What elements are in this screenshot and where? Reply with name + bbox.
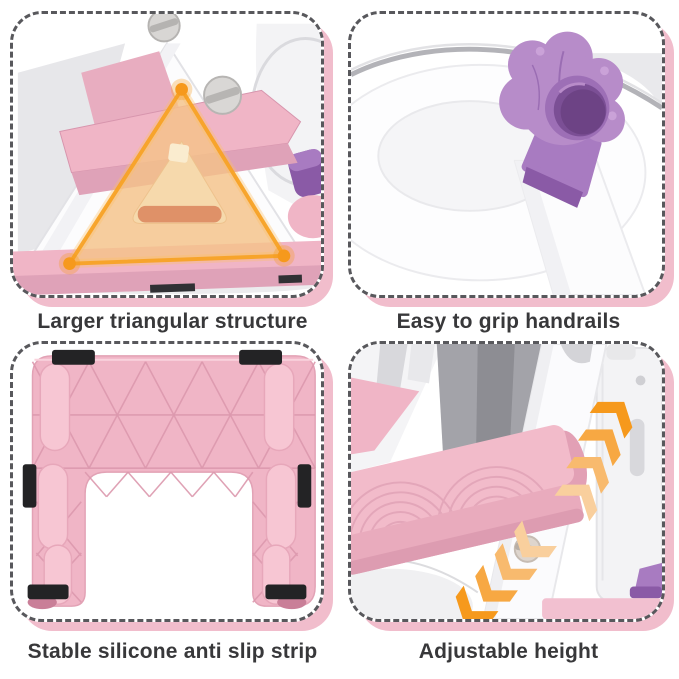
- anti-slip-strip: [265, 584, 307, 600]
- white-side-panel: [595, 344, 662, 604]
- feature-card-triangular-structure: [10, 11, 324, 298]
- anti-slip-strip: [22, 464, 37, 508]
- anti-slip-strip: [239, 349, 283, 365]
- caption-anti-slip: Stable silicone anti slip strip: [27, 640, 318, 663]
- caption-grip-handrails: Easy to grip handrails: [396, 310, 621, 333]
- photo-purple-grip: [351, 31, 662, 295]
- feature-card-anti-slip: [10, 341, 324, 622]
- photo-pink-underside: [22, 349, 316, 610]
- caption-triangular-structure: Larger triangular structure: [37, 310, 308, 333]
- purple-footrest-piece: [287, 148, 321, 198]
- feature-card-adjustable-height: [348, 341, 665, 622]
- feature-card-grip-handrails: [348, 11, 665, 298]
- corner-dot: [273, 245, 295, 267]
- caption-adjustable-height: Adjustable height: [418, 640, 599, 663]
- anti-slip-strip: [51, 349, 95, 365]
- corner-dot: [170, 78, 193, 101]
- triangle-cutout: [132, 140, 227, 225]
- anti-slip-strips: [22, 349, 312, 600]
- step-platform: [351, 425, 588, 575]
- photo-step-arrows: [351, 344, 662, 619]
- grip-hole: [545, 75, 610, 141]
- corner-bosses: [37, 362, 297, 605]
- screw-icon: [147, 14, 181, 43]
- photo-triangular-base: [13, 14, 321, 295]
- anti-slip-strip: [27, 584, 69, 600]
- anti-slip-strip: [297, 464, 312, 508]
- flower-grip: [499, 31, 625, 208]
- corner-dot: [58, 252, 81, 275]
- triangle-highlight: [58, 78, 295, 275]
- pink-wedge: [351, 377, 420, 455]
- screw-icon: [203, 75, 243, 115]
